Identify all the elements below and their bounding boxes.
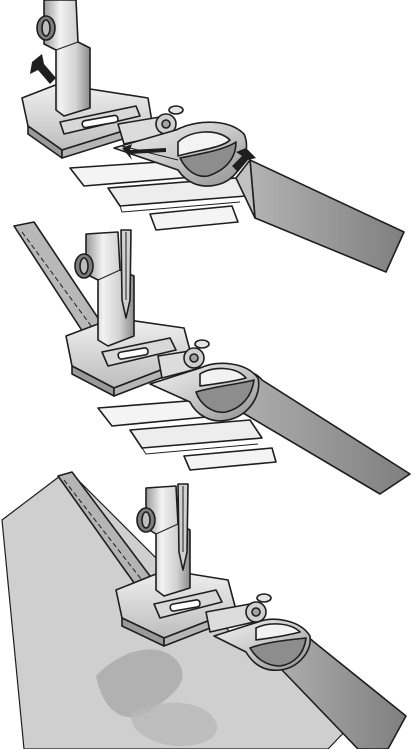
up-arrow-icon <box>30 54 56 84</box>
step-2-panel <box>13 221 411 495</box>
binder-attachment-icon <box>149 339 260 422</box>
binding-strip-icon <box>235 159 405 273</box>
presser-foot-icon <box>115 485 237 647</box>
step-1-panel <box>21 0 405 273</box>
needle-icon <box>177 483 189 571</box>
feed-arrow-icon <box>122 144 256 172</box>
binder-attachment-icon <box>113 105 248 187</box>
needle-icon <box>120 229 132 319</box>
step-3-panel <box>1 471 407 749</box>
binder-attachment-icon <box>205 593 311 672</box>
presser-foot-icon <box>65 231 193 397</box>
